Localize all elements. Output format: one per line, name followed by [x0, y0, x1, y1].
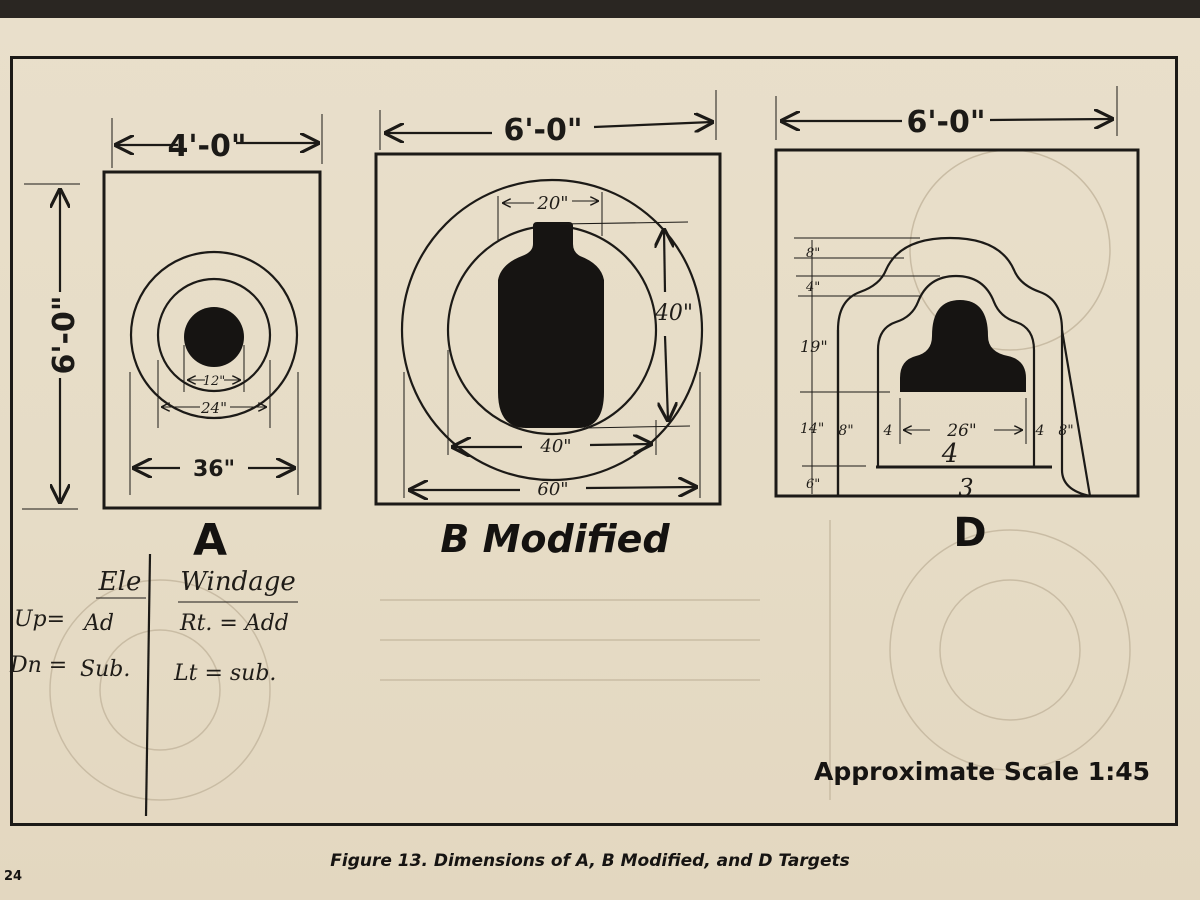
notes-left-windage: Lt = sub.	[173, 661, 276, 686]
target-b-width-label: 6'-0"	[503, 113, 582, 148]
target-b-label: B Modified	[440, 517, 670, 561]
d-horiz-8-left-label: 8"	[838, 423, 853, 439]
target-d-width-label: 6'-0"	[906, 105, 985, 140]
sight-adjustment-notes: Ele Windage Up= Ad Rt. = Add Dn = Sub. L…	[9, 553, 298, 817]
book-page	[0, 18, 1200, 900]
d-vert-4-label: 4"	[805, 280, 820, 295]
d-vert-8-label: 8"	[806, 246, 820, 261]
target-d: 6'-0" 8" 4" 19" 14" 6" 8" 4 26"	[774, 86, 1140, 556]
d-score-4: 4	[941, 439, 959, 469]
inner-circle-label: 40"	[539, 436, 571, 457]
d-vert-6-label: 6"	[806, 477, 820, 492]
target-a-height-label: 6'-0"	[47, 295, 82, 374]
figure-frame	[10, 56, 1178, 826]
notes-elevation-header: Ele	[98, 567, 142, 597]
silhouette-height-label: 40"	[654, 301, 693, 326]
target-d-label: D	[953, 510, 986, 556]
silhouette-target	[498, 222, 604, 428]
ring-36-label: 36"	[193, 457, 235, 482]
scale-note: Approximate Scale 1:45	[814, 757, 1150, 786]
d-vert-19-label: 19"	[800, 337, 828, 356]
target-a: 4'-0" 6'-0" 12" 24" 36" A	[22, 114, 323, 566]
page-number: 24	[4, 869, 22, 884]
bullseye	[184, 307, 244, 367]
d-horiz-4-right-label: 4	[1035, 423, 1045, 439]
notes-up-elevation: Ad	[82, 611, 114, 636]
notes-down-label: Dn =	[9, 653, 67, 678]
outer-circle-label: 60"	[537, 479, 568, 500]
d-horiz-4-left-label: 4	[883, 423, 893, 439]
notes-up-label: Up=	[14, 607, 65, 632]
silhouette-width-label: 20"	[536, 193, 568, 214]
d-horiz-26-label: 26"	[946, 421, 976, 441]
d-silhouette	[900, 300, 1026, 392]
d-horiz-8-right-label: 8"	[1058, 423, 1073, 439]
target-a-label: A	[193, 515, 227, 566]
target-b-modified: 6'-0" 20" 40" 40" 60" B Modified	[374, 90, 722, 561]
target-a-width-label: 4'-0"	[167, 129, 246, 164]
show-through-marks	[49, 149, 1131, 801]
notes-down-elevation: Sub.	[80, 657, 130, 682]
d-score-3: 3	[958, 474, 973, 502]
d-vert-14-label: 14"	[800, 421, 824, 437]
ring-12-label: 12"	[203, 374, 226, 389]
notes-right-windage: Rt. = Add	[179, 611, 289, 636]
ring-24-label: 24"	[200, 399, 227, 417]
figure-caption: Figure 13. Dimensions of A, B Modified, …	[330, 851, 849, 871]
notes-windage-header: Windage	[180, 567, 296, 597]
